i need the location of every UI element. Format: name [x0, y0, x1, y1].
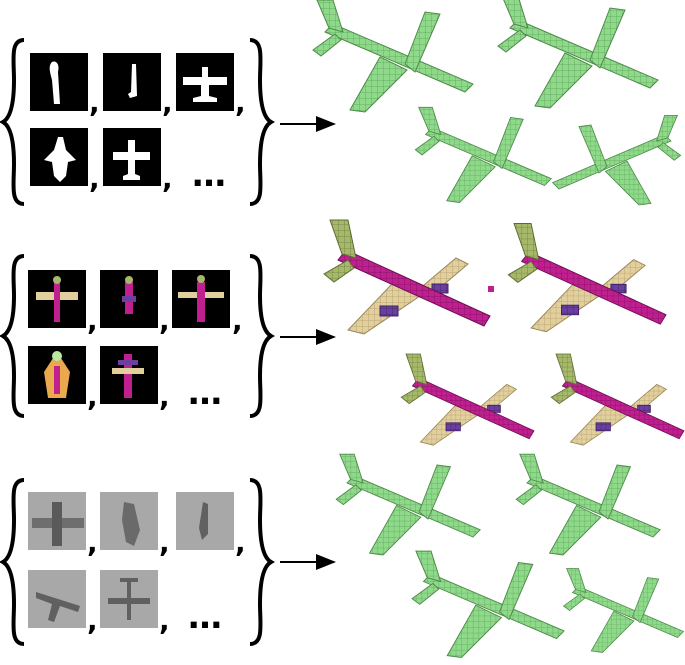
- separator-comma: ,: [87, 380, 98, 413]
- left-brace-icon: [0, 478, 25, 646]
- voxel-airplane-output: [400, 353, 535, 446]
- row-shaded-renders: , , , , , …: [0, 453, 684, 658]
- separator-comma: ,: [89, 162, 100, 195]
- voxel-airplane-output: [550, 353, 685, 446]
- row-semantic-parts: , , , , , …: [0, 219, 685, 446]
- separator-comma: ,: [87, 526, 98, 559]
- ellipsis: …: [188, 597, 222, 637]
- separator-comma: ,: [87, 604, 98, 637]
- separator-comma: ,: [159, 304, 170, 337]
- left-brace-icon: [0, 254, 25, 418]
- voxel-airplane-output: [414, 106, 552, 203]
- separator-comma: ,: [235, 86, 246, 119]
- voxel-airplane-output: [323, 219, 491, 335]
- left-brace-icon: [0, 38, 25, 206]
- voxel-airplane-output: [312, 0, 474, 113]
- ellipsis: …: [188, 373, 222, 413]
- separator-comma: ,: [159, 526, 170, 559]
- voxel-airplane-output: [563, 568, 684, 653]
- ellipsis: …: [192, 155, 226, 195]
- voxel-airplane-output: [497, 0, 659, 109]
- voxel-airplane-output: [507, 223, 667, 333]
- separator-comma: ,: [235, 526, 246, 559]
- separator-comma: ,: [162, 86, 173, 119]
- right-brace-icon: [249, 254, 276, 418]
- voxel-airplane-output: [411, 550, 565, 658]
- separator-comma: ,: [159, 604, 170, 637]
- separator-comma: ,: [87, 304, 98, 337]
- row-silhouettes: , , , , , …: [0, 0, 681, 206]
- separator-comma: ,: [232, 304, 243, 337]
- separator-comma: ,: [162, 162, 173, 195]
- separator-comma: ,: [89, 86, 100, 119]
- voxel-airplane-output: [335, 453, 481, 556]
- voxel-airplane-output: [552, 115, 681, 206]
- voxel-airplane-output: [515, 453, 661, 556]
- right-brace-icon: [249, 38, 276, 206]
- right-brace-icon: [249, 478, 276, 646]
- separator-comma: ,: [159, 380, 170, 413]
